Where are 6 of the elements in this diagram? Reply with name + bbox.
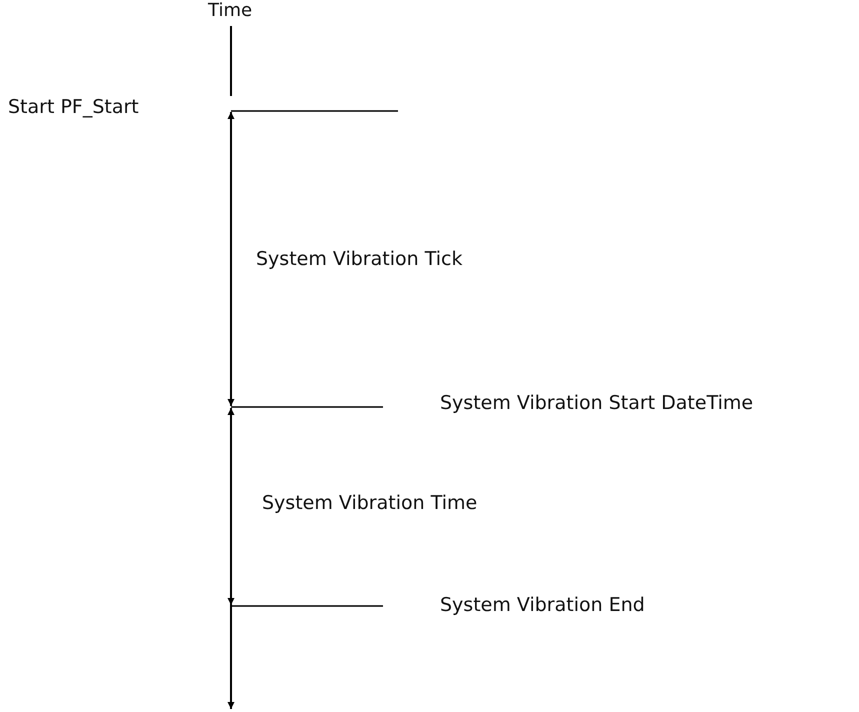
interval-label: System Vibration Time	[262, 492, 478, 515]
interval-label: System Vibration Tick	[256, 248, 462, 271]
event-label: System Vibration Start DateTime	[440, 392, 754, 415]
event-label: System Vibration End	[440, 594, 645, 617]
axis-label: Time	[208, 0, 252, 22]
event-label: Start PF_Start	[8, 96, 139, 119]
